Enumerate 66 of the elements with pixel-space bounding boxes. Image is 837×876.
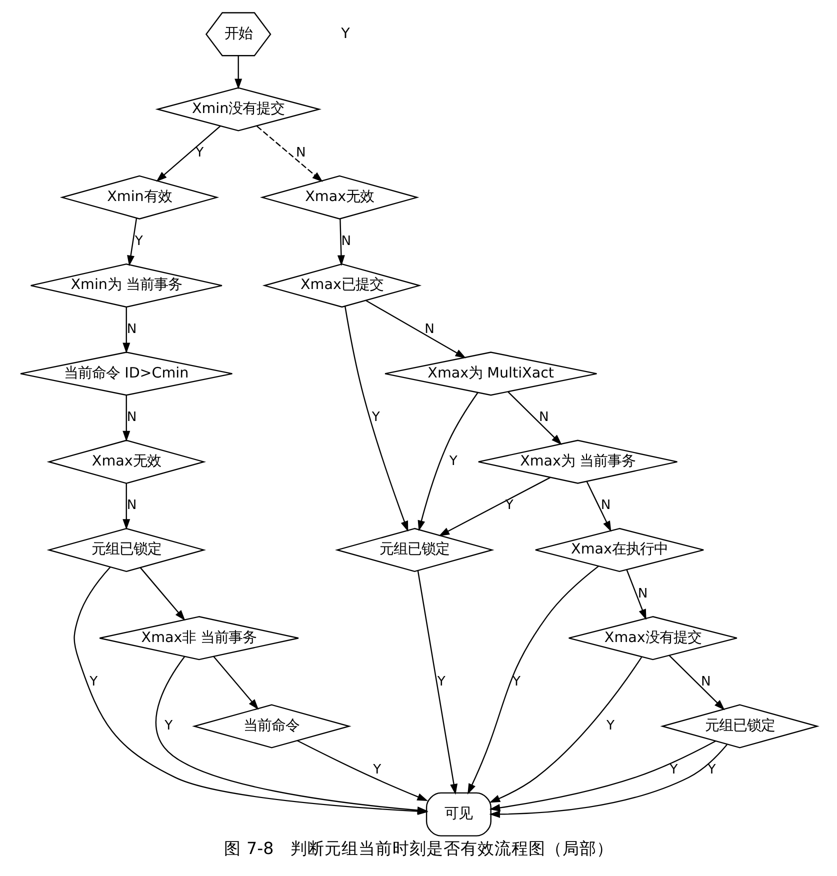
edge-label: Y <box>164 718 172 734</box>
node-box: 可见 <box>425 792 491 836</box>
arrow <box>156 126 220 182</box>
edge-label: N <box>600 498 610 514</box>
arrow <box>155 656 428 814</box>
arrow <box>668 655 724 710</box>
edge-label: Y <box>669 762 678 778</box>
arrow <box>365 300 466 358</box>
edge-label: Y <box>504 498 513 514</box>
edge-label: N <box>700 674 710 690</box>
arrow <box>126 218 137 266</box>
arrow <box>467 566 598 794</box>
edge-label: Y <box>606 718 614 734</box>
arrow <box>336 218 344 266</box>
edge-label: Y <box>372 762 381 778</box>
edge-label: N <box>340 234 351 249</box>
node-diamond: Xmin有效 <box>59 175 219 220</box>
arrow <box>507 391 562 445</box>
edge-label: Y <box>707 762 716 778</box>
label: Y <box>340 26 350 42</box>
edge-label: N <box>126 322 136 337</box>
edge-label: N <box>637 586 648 602</box>
arrow <box>344 306 408 532</box>
edge-label: N <box>126 410 136 426</box>
arrow <box>234 56 242 90</box>
node-diamond: Xmax为 MultiXact <box>384 352 597 396</box>
edge-label: Y <box>371 410 380 426</box>
arrow <box>488 740 716 812</box>
node-diamond: 元组已锁定 <box>660 704 819 748</box>
node-diamond: Xmax为 当前事务 <box>477 440 678 484</box>
arrow <box>416 570 458 795</box>
node-diamond: Xmax无效 <box>259 175 419 220</box>
caption: 图 7-8 判断元组当前时刻是否有效流程图（局部） <box>224 838 614 858</box>
edge-label: Y <box>134 234 142 249</box>
edge-label: Y <box>436 674 445 690</box>
node-diamond: Xmax非 当前事务 <box>98 616 299 660</box>
arrow <box>626 570 646 620</box>
arrow <box>122 483 130 530</box>
node-diamond: Xmin没有提交 <box>154 87 321 132</box>
edge-label: N <box>126 498 136 514</box>
arrow <box>488 744 727 818</box>
edge-label: Y <box>448 454 457 470</box>
edge-label: N <box>424 322 434 337</box>
arrow <box>438 477 550 536</box>
arrow <box>296 740 428 801</box>
edge-label: N <box>295 146 306 161</box>
arrow <box>417 392 478 532</box>
arrow <box>256 126 322 182</box>
node-diamond: Xmax没有提交 <box>568 616 738 660</box>
arrow <box>212 656 258 710</box>
arrow <box>139 567 185 621</box>
node-diamond: Xmin为 当前事务 <box>30 263 222 308</box>
node-diamond: 元组已锁定 <box>46 528 206 572</box>
node-diamond: Xmax已提交 <box>262 263 422 308</box>
arrow <box>488 656 642 803</box>
arrow <box>122 307 130 354</box>
node-diamond: 当前命令 ID>Cmin <box>19 352 232 396</box>
node-diamond: 当前命令 <box>192 704 351 748</box>
node-diamond: Xmax无效 <box>46 440 206 484</box>
edge-label: N <box>538 410 548 426</box>
arrow <box>122 395 130 442</box>
arrow <box>586 481 611 532</box>
edge-label: Y <box>512 674 520 690</box>
node-diamond: Xmax在执行中 <box>534 528 704 572</box>
edge-label: Y <box>89 674 98 690</box>
edge-label: Y <box>195 146 204 161</box>
